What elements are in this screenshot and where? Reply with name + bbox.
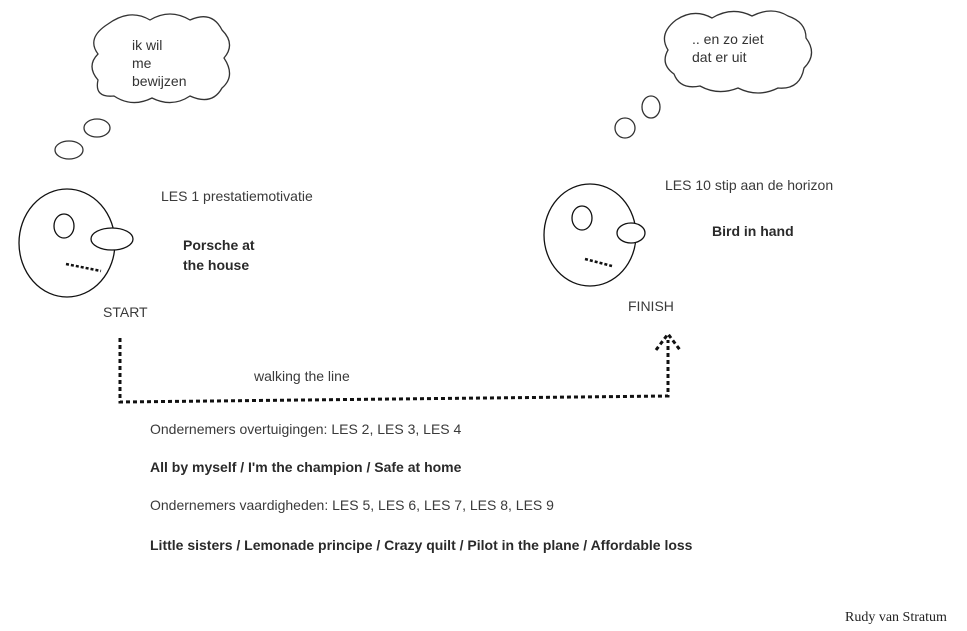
right-thought-line-1: .. en zo ziet <box>692 31 764 47</box>
skills-heading: Ondernemers vaardigheden: LES 5, LES 6, … <box>150 497 554 513</box>
left-keyword-line-2: the house <box>183 257 250 273</box>
left-thought-cloud <box>91 13 231 104</box>
right-keyword: Bird in hand <box>712 223 794 239</box>
right-lesson-title: LES 10 stip aan de horizon <box>665 177 834 193</box>
right-eye <box>571 205 593 231</box>
skills-items: Little sisters / Lemonade principe / Cra… <box>150 537 693 553</box>
path-label: walking the line <box>254 368 350 384</box>
left-thought-line-2: me <box>132 55 152 71</box>
right-thought-cloud <box>663 10 813 94</box>
author-signature: Rudy van Stratum <box>845 610 947 625</box>
beliefs-items: All by myself / I'm the champion / Safe … <box>150 459 462 475</box>
left-keyword-line-1: Porsche at <box>183 237 255 253</box>
finish-label: FINISH <box>628 298 674 314</box>
right-nose <box>616 222 646 244</box>
path-line <box>118 338 670 404</box>
left-thought-line-3: bewijzen <box>132 73 187 89</box>
start-label: START <box>103 304 148 320</box>
beliefs-heading: Ondernemers overtuigingen: LES 2, LES 3,… <box>150 421 462 437</box>
left-lesson-title: LES 1 prestatiemotivatie <box>161 188 313 204</box>
right-thought-bubble-large <box>641 95 661 119</box>
right-thought-bubble-small <box>614 117 636 139</box>
left-mouth <box>65 262 102 273</box>
left-eye <box>53 213 75 239</box>
left-thought-line-1: ik wil <box>132 37 163 53</box>
left-thought-bubble-large <box>83 118 111 138</box>
left-nose <box>90 227 134 251</box>
left-thought-bubble-small <box>54 140 84 160</box>
right-thought-line-2: dat er uit <box>692 49 747 65</box>
